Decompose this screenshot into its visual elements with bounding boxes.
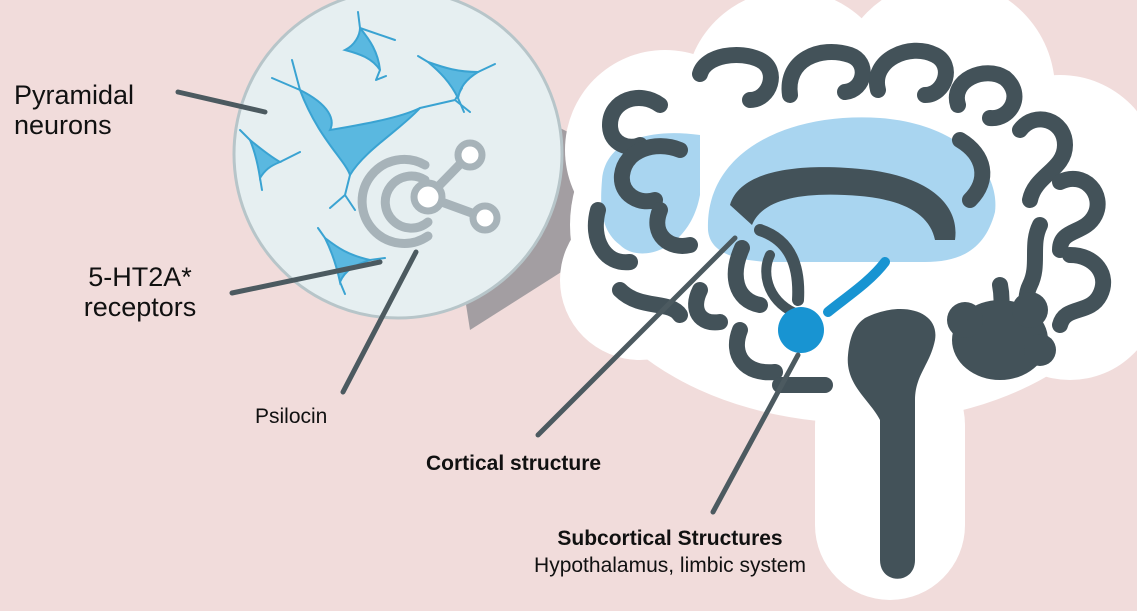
subcortical-title-label: Subcortical Structures bbox=[420, 527, 920, 551]
psilocin-node-right bbox=[473, 206, 497, 230]
pyramidal-neurons-label: Pyramidal neurons bbox=[14, 80, 194, 140]
psilocin-node-top bbox=[458, 143, 482, 167]
cortical-structure-label: Cortical structure bbox=[426, 452, 601, 476]
subcortical-subtitle-label: Hypothalamus, limbic system bbox=[420, 554, 920, 578]
hypothalamus-dot bbox=[778, 307, 824, 353]
psilocin-label: Psilocin bbox=[255, 405, 327, 429]
receptors-label: 5-HT2A* receptors bbox=[40, 262, 240, 322]
psilocin-node-center bbox=[414, 183, 442, 211]
